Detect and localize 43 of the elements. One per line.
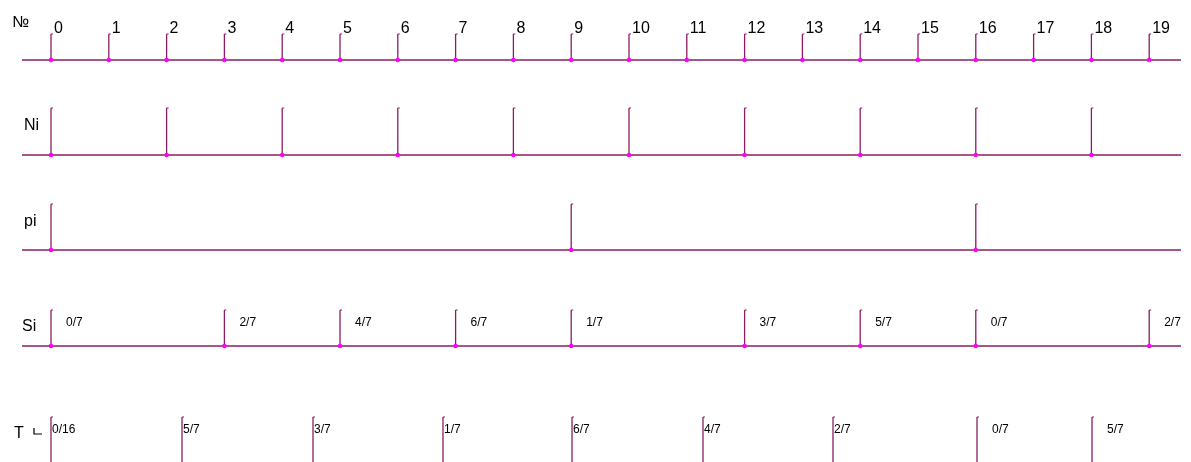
tick-label: 6/7 [470, 316, 488, 328]
tick-label: 18 [1094, 20, 1113, 36]
row-label: № [12, 14, 30, 30]
tick-label: 2 [169, 20, 179, 36]
tick-label: 7 [458, 20, 468, 36]
tick-label: 5 [343, 20, 352, 36]
row-label: Si [22, 318, 37, 334]
tick-label: 5/7 [875, 316, 892, 328]
tick-label: 16 [978, 20, 997, 36]
tick-label: 5/7 [1107, 423, 1124, 435]
tick-label: 0/16 [52, 423, 76, 435]
tick-label: 3/7 [314, 423, 331, 435]
tick-label: 4/7 [355, 316, 372, 328]
tick-label: 2/7 [834, 423, 851, 435]
tick-label: 1/7 [586, 316, 603, 328]
tick-label: 4/7 [704, 423, 721, 435]
tick-label: 19 [1152, 20, 1170, 36]
tick-label: 2/7 [1164, 316, 1181, 328]
tick-label: 9 [574, 20, 584, 36]
tick-label: 4 [285, 20, 295, 36]
tick-label: 1 [111, 20, 121, 36]
tick-label: 0/7 [990, 316, 1008, 328]
tick-label: 8 [516, 20, 526, 36]
tick-label: 10 [632, 20, 650, 36]
tick-label: 5/7 [183, 423, 200, 435]
tick-label: 2/7 [239, 316, 257, 328]
tick-label: 1/7 [444, 423, 461, 435]
tick-label: 6/7 [573, 423, 590, 435]
tick-label: 14 [863, 20, 881, 36]
tick-label: 6 [400, 20, 410, 36]
tick-label: 12 [747, 20, 766, 36]
row-label: Ni [24, 117, 40, 133]
tick-label: 0 [54, 20, 63, 36]
row-label: pi [24, 213, 37, 229]
tick-label: 0/7 [66, 316, 83, 328]
tick-label: 17 [1036, 20, 1055, 36]
row-label: T [14, 425, 24, 441]
tick-label: 15 [921, 20, 939, 36]
tick-label: 13 [805, 20, 824, 36]
tick-label: 11 [689, 20, 707, 36]
tick-label: 3/7 [759, 316, 777, 328]
tick-label: 3 [227, 20, 237, 36]
tick-label: 0/7 [992, 423, 1009, 435]
